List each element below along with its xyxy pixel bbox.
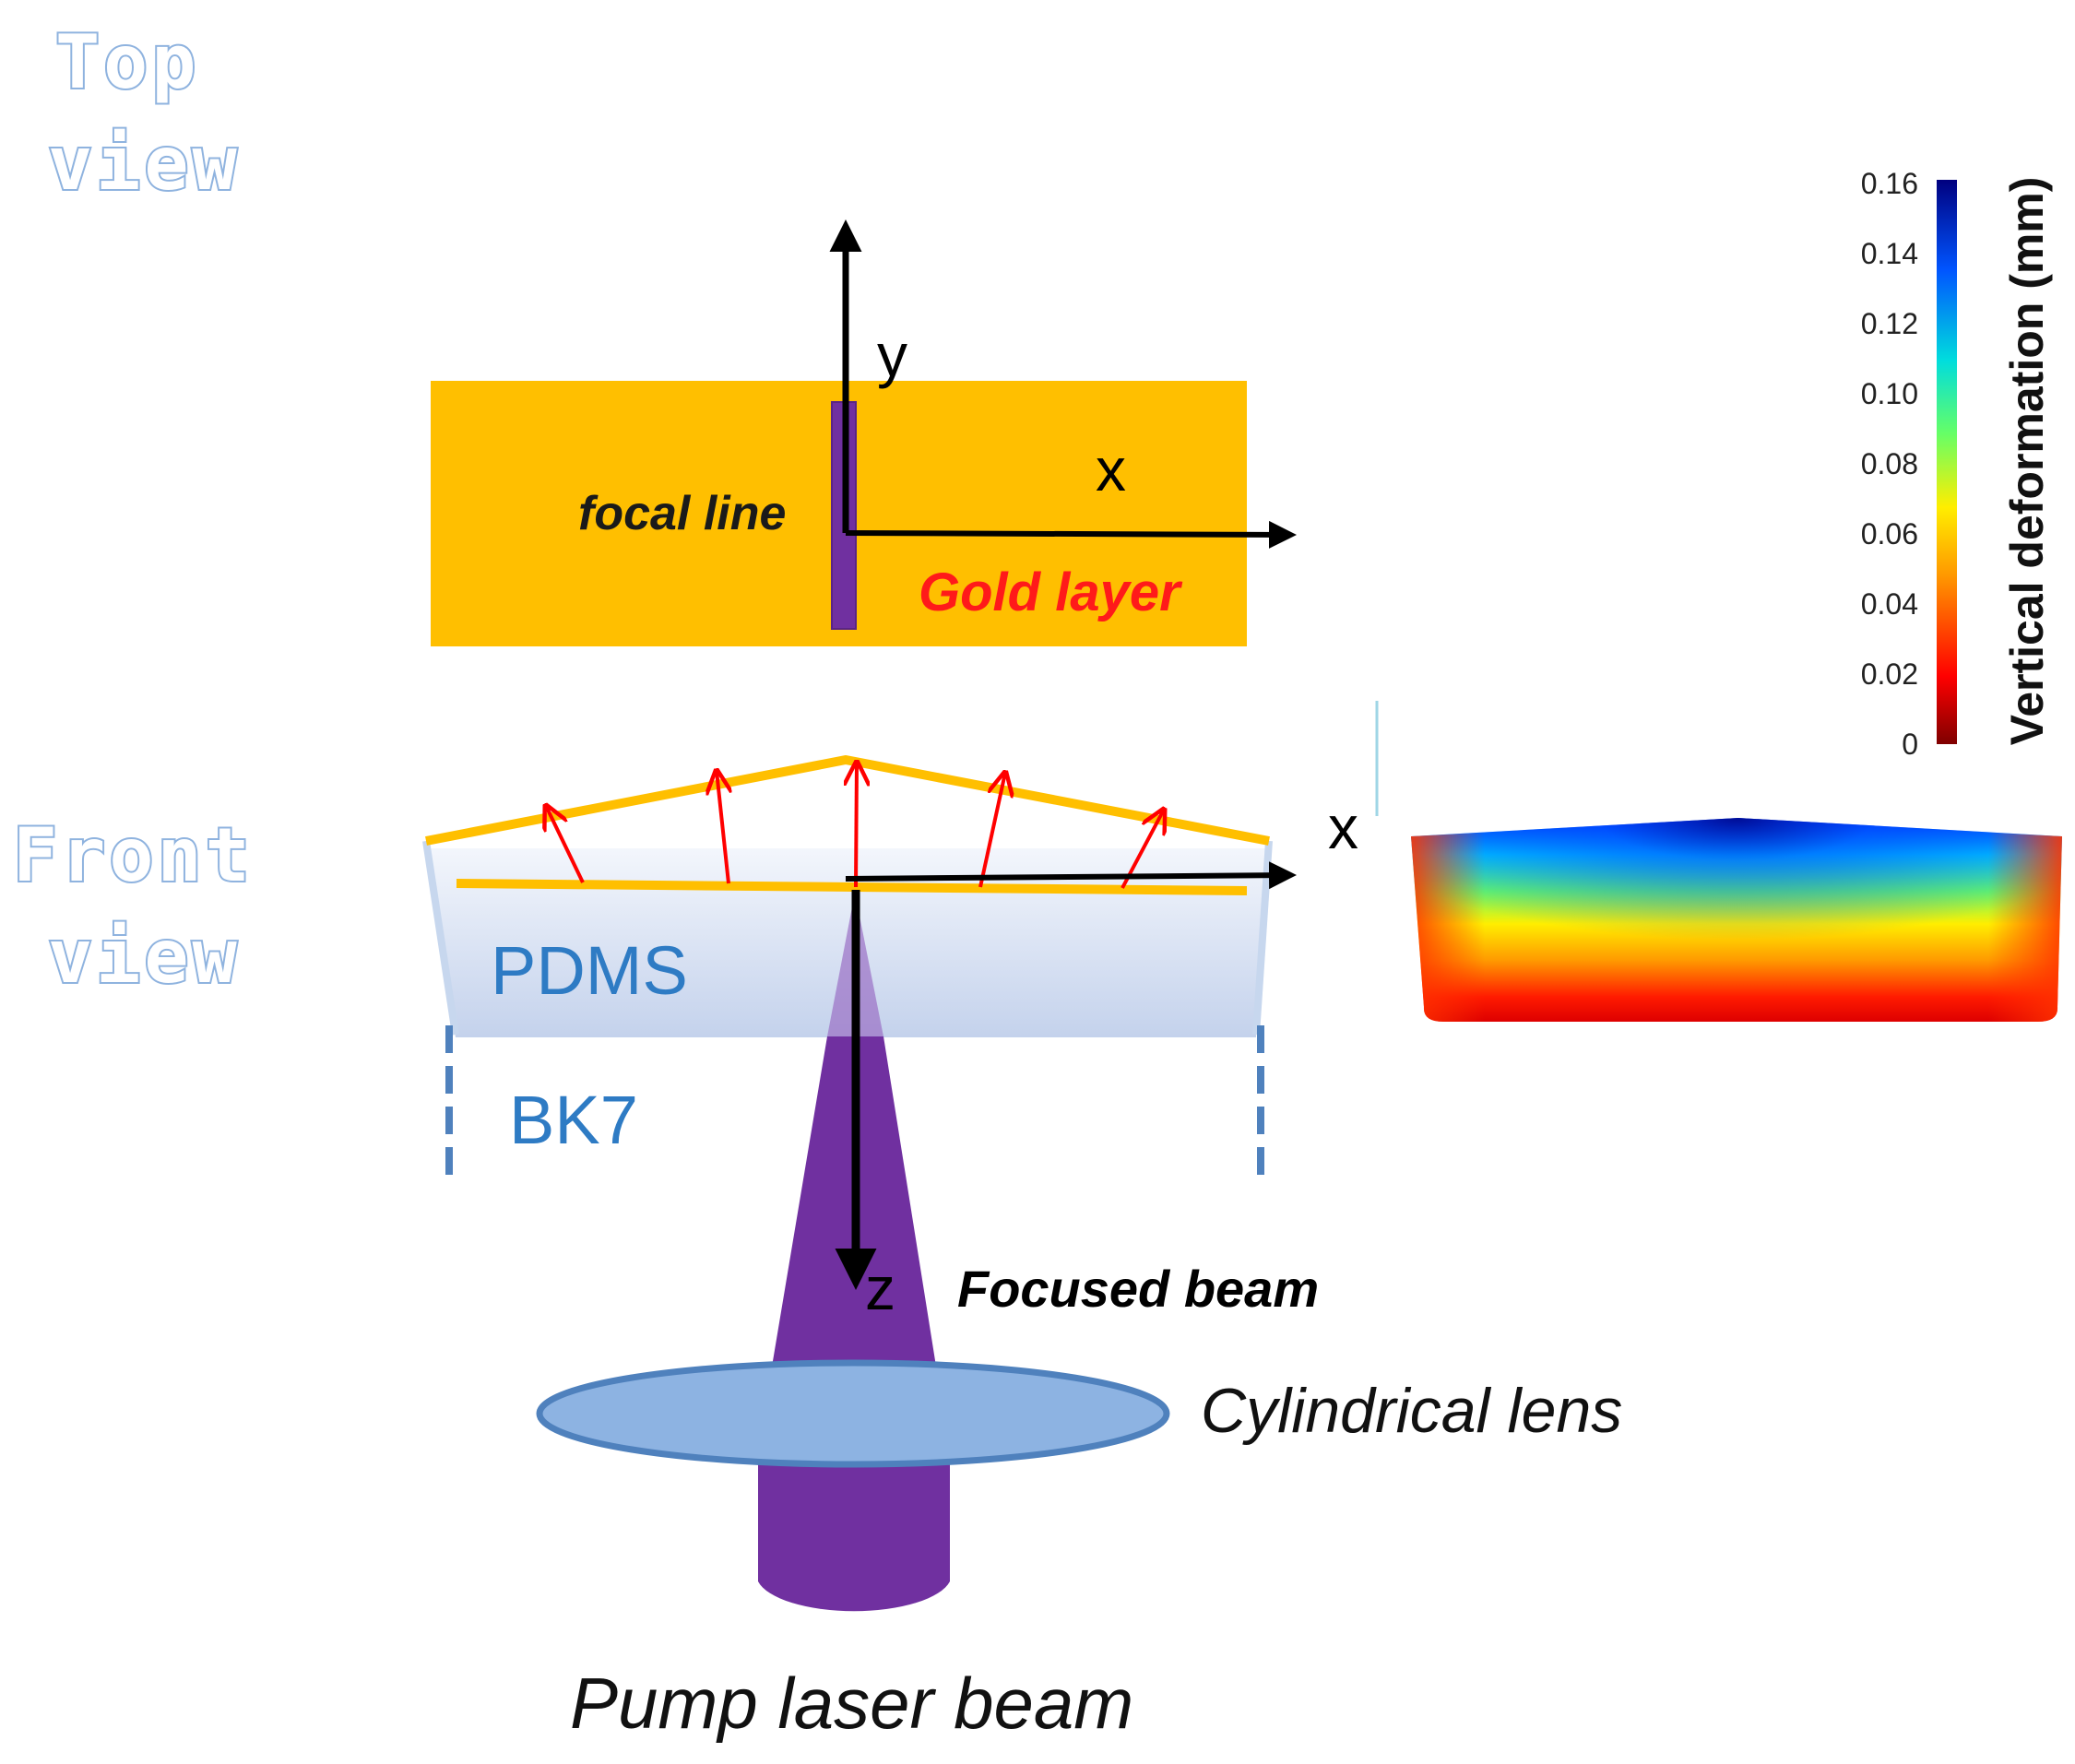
focal-line-label: focal line [578,487,786,540]
colorbar-tick-8: 0 [1902,728,1918,761]
top-view-label-line1: Top [55,19,200,105]
top-view-label-line2: view [48,121,241,207]
deformation-arrow-2 [717,771,729,884]
colorbar-tick-2: 0.12 [1861,307,1918,340]
pump-laser-beam-cylinder [758,1462,950,1612]
pump-laser-beam-label: Pump laser beam [570,1663,1133,1744]
gold-layer-label: Gold layer [919,562,1183,622]
x-axis-arrow-front [845,861,1297,890]
z-axis-label: z [865,1254,895,1322]
x-axis-arrow-top [845,520,1297,549]
deformation-heatmap [1411,818,2062,1022]
front-view-label-line2: view [48,914,241,1000]
colorbar-tick-4: 0.08 [1861,447,1918,480]
y-axis-label: y [877,321,907,389]
colorbar-ticks: 0.16 0.14 0.12 0.10 0.08 0.06 0.04 0.02 … [1861,167,1918,761]
colorbar-tick-5: 0.06 [1861,517,1918,551]
colorbar-tick-0: 0.16 [1861,167,1918,200]
pdms-left-edge [422,840,459,1036]
pdms-label: PDMS [491,932,688,1009]
deformation-arrow-3 [856,763,857,888]
gold-layer-flat [456,879,1248,895]
focused-beam-label: Focused beam [957,1260,1319,1318]
colorbar-tick-7: 0.02 [1861,657,1918,691]
deformation-arrow-1 [546,806,585,883]
colorbar-tick-3: 0.10 [1861,377,1918,410]
x-axis-label-front: x [1328,793,1358,861]
colorbar-tick-6: 0.04 [1861,587,1918,621]
colorbar-tick-1: 0.14 [1861,237,1918,270]
front-view-label-line1: Front [13,812,254,898]
cylindrical-lens [536,1359,1170,1468]
bk7-label: BK7 [509,1082,638,1158]
x-axis-label-top: x [1096,435,1126,503]
colorbar [1937,180,1957,744]
deformation-arrow-4 [978,773,1005,888]
gold-layer-deformed [425,755,1270,846]
colorbar-title: Vertical deformation (mm) [2001,177,2053,746]
cylindrical-lens-label: Cylindrical lens [1201,1376,1622,1446]
